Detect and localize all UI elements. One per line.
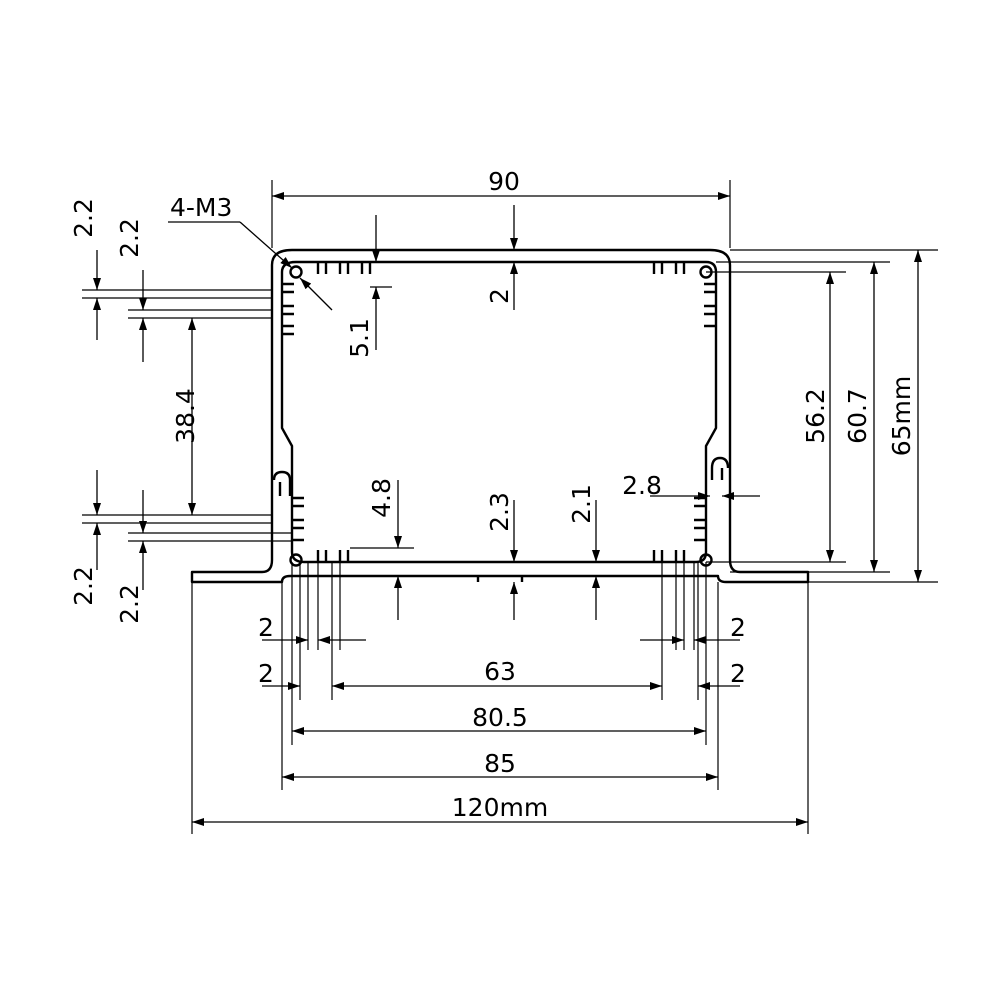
bottom-fins [316, 550, 686, 562]
left-slot [272, 470, 292, 496]
label-screw-depth: 5.1 [345, 318, 374, 358]
label-slot-width: 2.8 [622, 471, 662, 500]
outer-shell [190, 248, 810, 584]
top-right-fins [652, 262, 686, 274]
label-top-width: 90 [488, 167, 520, 196]
label-inner-height-a: 60.7 [843, 388, 872, 444]
label-left-bot-gap-a: 2.2 [69, 566, 98, 606]
label-width-63: 63 [484, 657, 516, 686]
extension-lines [82, 180, 938, 834]
label-bottom-wall: 2.3 [485, 492, 514, 532]
dimension-lines [93, 192, 922, 826]
dimension-labels: 4-M3 90 65mm 60.7 56.2 2 5.1 2.2 2.2 38.… [69, 167, 916, 822]
label-fin-left-b: 2 [258, 659, 274, 688]
label-right-bottom-gap: 2.1 [567, 484, 596, 524]
right-slot [710, 456, 730, 480]
top-left-fins [316, 262, 372, 274]
label-4-m3: 4-M3 [170, 193, 232, 222]
label-top-wall: 2 [485, 288, 514, 304]
enclosure-profile [190, 248, 810, 584]
left-side-fins [282, 282, 304, 542]
label-left-bot-gap-b: 2.2 [115, 584, 144, 624]
label-fin-right-b: 2 [730, 659, 746, 688]
label-width-80-5: 80.5 [472, 703, 528, 732]
base-groove [476, 576, 524, 582]
label-left-mid: 38.4 [171, 388, 200, 444]
label-base-width: 120mm [452, 793, 548, 822]
label-fin-left-a: 2 [258, 613, 274, 642]
label-width-85: 85 [484, 749, 516, 778]
label-left-top-gap-a: 2.2 [69, 198, 98, 238]
label-overall-height: 65mm [887, 376, 916, 457]
inner-cavity [280, 260, 718, 564]
label-left-top-gap-b: 2.2 [115, 218, 144, 258]
label-fin-depth: 4.8 [367, 478, 396, 518]
label-fin-right-a: 2 [730, 613, 746, 642]
screw-boss-bottom-left [289, 553, 303, 567]
screw-boss-top-left [289, 265, 303, 279]
label-inner-height-b: 56.2 [801, 388, 830, 444]
